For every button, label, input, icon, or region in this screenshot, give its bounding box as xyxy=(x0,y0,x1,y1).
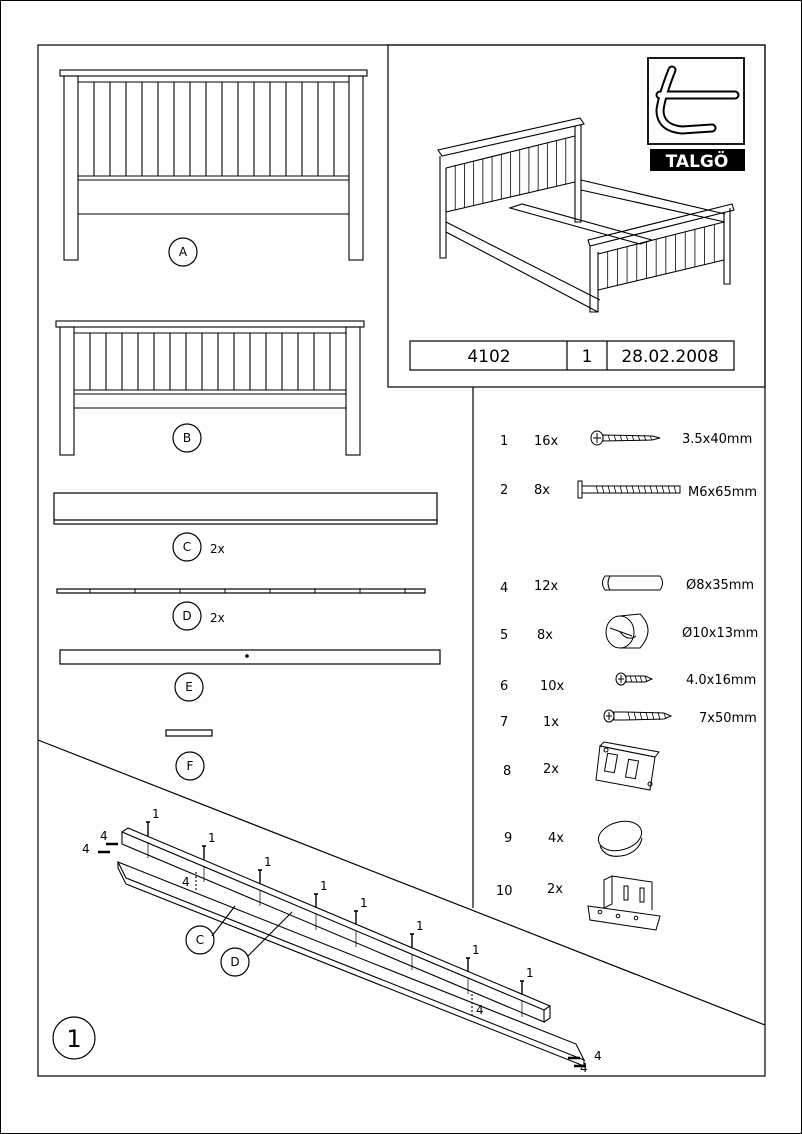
part-a-drawing xyxy=(59,69,368,261)
svg-text:D: D xyxy=(182,609,191,623)
hw-7-no: 7 xyxy=(500,715,508,730)
hw-2-no: 2 xyxy=(500,483,508,498)
hw-5-spec: Ø10x13mm xyxy=(682,626,758,641)
screw-callout: 1 xyxy=(152,807,160,821)
part-d-label: D 2x xyxy=(172,601,225,631)
step-callouts: 4 4 4 4 4 4 xyxy=(82,829,602,1075)
hw-4-qty: 12x xyxy=(534,579,559,594)
screw-callout: 1 xyxy=(320,879,328,893)
hw-7-spec: 7x50mm xyxy=(699,711,757,726)
plate-icon xyxy=(595,741,660,791)
bracket-icon xyxy=(587,875,661,931)
part-c-label: C 2x xyxy=(172,532,225,562)
screw-callout: 1 xyxy=(526,966,534,980)
hw-9-no: 9 xyxy=(504,831,512,846)
sheet-number: 1 xyxy=(582,347,593,367)
svg-text:E: E xyxy=(185,680,193,694)
step-part-d-label: D xyxy=(220,947,250,977)
issue-date: 28.02.2008 xyxy=(621,347,718,367)
hw-2-spec: M6x65mm xyxy=(688,485,757,500)
part-f-label: F xyxy=(175,751,205,781)
svg-text:1: 1 xyxy=(66,1025,81,1053)
svg-text:F: F xyxy=(187,759,194,773)
svg-text:4: 4 xyxy=(594,1049,602,1063)
svg-text:4: 4 xyxy=(476,1003,484,1017)
part-c-qty: 2x xyxy=(210,542,225,556)
step-diagonal xyxy=(37,739,766,1026)
hw-5-qty: 8x xyxy=(537,628,553,643)
svg-text:B: B xyxy=(183,431,191,445)
part-e-drawing xyxy=(59,649,441,665)
svg-text:C: C xyxy=(196,933,204,947)
svg-text:4: 4 xyxy=(182,875,190,889)
hw-1-qty: 16x xyxy=(534,434,559,449)
part-d-drawing xyxy=(56,588,426,594)
glide-icon xyxy=(597,820,643,857)
svg-text:C: C xyxy=(183,540,191,554)
part-e-label: E xyxy=(174,672,204,702)
part-f-drawing xyxy=(165,729,213,737)
hardware-list: 1 16x 3.5x40mm 2 8x M6x65mm 4 12x Ø8x35m… xyxy=(496,432,758,899)
screw-callout: 1 xyxy=(472,943,480,957)
hw-4-no: 4 xyxy=(500,581,508,596)
svg-text:4: 4 xyxy=(100,829,108,843)
hw-5-no: 5 xyxy=(500,628,508,643)
hw-10-no: 10 xyxy=(496,884,513,899)
screw-callout: 1 xyxy=(360,896,368,910)
bolt-icon xyxy=(577,480,681,499)
frame-border xyxy=(37,44,766,1077)
svg-text:4: 4 xyxy=(82,842,90,856)
hw-9-qty: 4x xyxy=(548,831,564,846)
hw-10-qty: 2x xyxy=(547,882,563,897)
step-number-badge: 1 xyxy=(52,1016,96,1060)
part-d-qty: 2x xyxy=(210,611,225,625)
svg-text:D: D xyxy=(230,955,239,969)
part-c-drawing xyxy=(53,492,438,525)
bed-overview-drawing xyxy=(437,117,735,313)
wood-screw-icon xyxy=(590,430,661,446)
svg-text:A: A xyxy=(179,245,188,259)
brand-name: TALGÖ xyxy=(666,150,729,172)
short-screw-icon xyxy=(615,672,654,686)
screw-callout: 1 xyxy=(208,831,216,845)
hw-8-qty: 2x xyxy=(543,762,559,777)
screw-callout: 1 xyxy=(416,919,424,933)
hw-7-qty: 1x xyxy=(543,715,559,730)
dowel-icon xyxy=(602,575,663,591)
title-block: 4102 1 28.02.2008 xyxy=(409,340,735,371)
overview-panel xyxy=(387,44,766,388)
article-number: 4102 xyxy=(467,347,510,367)
hw-2-qty: 8x xyxy=(534,483,550,498)
cam-nut-icon xyxy=(605,613,649,649)
screw-callout: 1 xyxy=(264,855,272,869)
hw-1-spec: 3.5x40mm xyxy=(682,432,752,447)
hw-6-no: 6 xyxy=(500,679,508,694)
long-screw-icon xyxy=(603,709,673,723)
hw-6-spec: 4.0x16mm xyxy=(686,673,756,688)
talgo-logo: TALGÖ xyxy=(647,57,745,172)
part-b-label: B xyxy=(172,423,202,453)
step-part-c-label: C xyxy=(185,925,215,955)
hw-6-qty: 10x xyxy=(540,679,565,694)
hw-1-no: 1 xyxy=(500,434,508,449)
step-1-assembly: 1 1 1 1 1 1 1 1 xyxy=(98,807,586,1068)
hw-4-spec: Ø8x35mm xyxy=(686,578,754,593)
svg-text:4: 4 xyxy=(580,1061,588,1075)
part-a-label: A xyxy=(168,237,198,267)
hw-8-no: 8 xyxy=(503,764,511,779)
part-b-drawing xyxy=(55,320,365,456)
